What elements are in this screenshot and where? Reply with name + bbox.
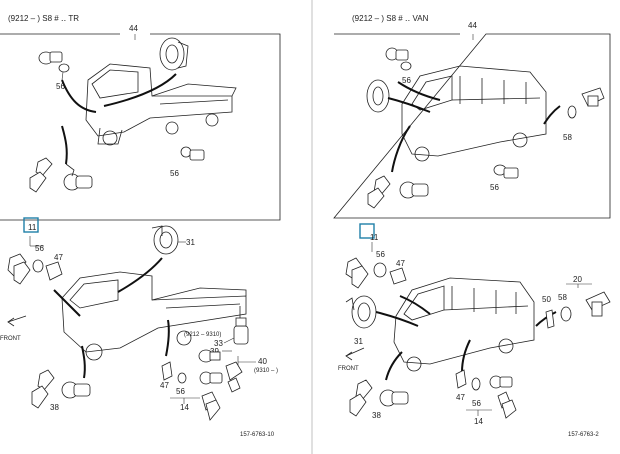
left-top-truck xyxy=(85,63,237,146)
right-label-56d: 56 xyxy=(472,399,481,408)
right-label-14: 14 xyxy=(474,417,483,426)
right-lower-van xyxy=(393,277,535,372)
right-header: (9212 – ) S8 # ‥ VAN xyxy=(352,14,429,23)
left-gasket-ring xyxy=(32,259,44,273)
left-gasket-56d xyxy=(177,372,187,384)
left-top-pointer-2 xyxy=(61,79,97,113)
left-label-11: 11 xyxy=(28,223,37,232)
left-lower-pointer-3 xyxy=(81,345,86,379)
right-label-56a: 56 xyxy=(402,76,411,85)
left-label-9310: (9310 – ) xyxy=(254,368,278,374)
left-label-47a: 47 xyxy=(54,253,63,262)
left-top-pointer-3 xyxy=(61,125,68,165)
left-header: (9212 – ) S8 # ‥ TR xyxy=(8,14,79,23)
right-label-47a: 47 xyxy=(396,259,405,268)
left-keys-14 xyxy=(201,391,221,421)
right-lever-47a xyxy=(389,267,407,285)
right-lower-keys-38 xyxy=(349,379,409,417)
right-highlight-11 xyxy=(359,223,375,239)
left-label-56c: 56 xyxy=(35,244,44,253)
left-label-39: 39 xyxy=(210,347,219,356)
right-label-58a: 58 xyxy=(563,133,572,142)
right-label-11: 11 xyxy=(370,233,379,242)
right-top-pointer-2 xyxy=(397,81,441,101)
right-label-31: 31 xyxy=(354,337,363,346)
left-label-56b: 56 xyxy=(170,169,179,178)
right-label-58b: 58 xyxy=(558,293,567,302)
left-lever-47b xyxy=(161,361,173,381)
left-top-pointer-1 xyxy=(103,73,177,107)
left-keys-11 xyxy=(7,253,31,285)
left-label-33: 33 xyxy=(214,339,223,348)
right-label-50: 50 xyxy=(542,295,551,304)
right-top-tail-cylinder xyxy=(493,164,519,179)
right-lower-pointer-3 xyxy=(385,351,403,381)
left-top-gasket-56a xyxy=(58,63,70,73)
right-front-arrow xyxy=(345,347,365,361)
right-handle-31 xyxy=(345,295,377,329)
right-door-cylinder-set xyxy=(455,369,517,419)
right-footer: 157-6763-2 xyxy=(568,432,599,438)
right-top-cylinder xyxy=(385,47,409,61)
left-label-56a: 56 xyxy=(56,82,65,91)
left-label-31: 31 xyxy=(186,238,195,247)
left-label-47b: 47 xyxy=(160,381,169,390)
left-lever-47a xyxy=(45,261,63,281)
right-label-47b: 47 xyxy=(456,393,465,402)
left-ignition-switch xyxy=(233,306,249,345)
left-handle-31 xyxy=(151,225,179,255)
left-lower-pointer-4 xyxy=(165,319,170,357)
right-top-handle xyxy=(366,79,390,113)
right-lower-pointer-5 xyxy=(535,311,557,327)
right-label-front: FRONT xyxy=(338,366,359,372)
right-top-pointer-3 xyxy=(391,125,411,173)
left-label-40: 40 xyxy=(258,357,267,366)
left-lower-keys-38 xyxy=(31,369,91,409)
right-gasket-ring xyxy=(373,262,387,278)
left-door-cylinder-set xyxy=(198,349,243,393)
right-label-38: 38 xyxy=(372,411,381,420)
left-top-keys-and-cylinder xyxy=(29,157,93,193)
right-label-44: 44 xyxy=(468,21,477,30)
left-assembly-44-box xyxy=(0,33,281,221)
right-top-gasket-56a xyxy=(400,61,412,71)
left-label-front: FRONT xyxy=(0,336,21,342)
left-footer: 157-6763-10 xyxy=(240,432,275,438)
left-label-44: 44 xyxy=(129,24,138,33)
right-top-pointer-4 xyxy=(543,105,561,125)
right-label-20: 20 xyxy=(573,275,582,284)
left-top-cylinder xyxy=(38,51,63,65)
right-label-56b: 56 xyxy=(490,183,499,192)
right-label-56c: 56 xyxy=(376,250,385,259)
right-assembly-44-box xyxy=(333,33,611,219)
left-label-56d: 56 xyxy=(176,387,185,396)
left-highlight-11 xyxy=(23,217,39,233)
left-front-arrow xyxy=(7,315,27,327)
right-rear-lock-set xyxy=(545,291,611,329)
right-lower-pointer-2 xyxy=(399,295,431,315)
left-lower-pointer-2 xyxy=(53,289,81,317)
left-top-handle xyxy=(159,37,189,71)
right-top-keys-and-cylinder xyxy=(367,175,429,209)
right-lower-pointer-4 xyxy=(461,339,471,373)
left-top-tail-cylinder xyxy=(180,146,205,161)
right-top-van xyxy=(401,65,547,162)
right-lower-pointer-1 xyxy=(375,311,419,327)
right-keys-11 xyxy=(345,257,369,289)
left-label-14: 14 xyxy=(180,403,189,412)
right-top-rear-lock xyxy=(567,87,605,119)
right-top-pointer-1 xyxy=(387,97,431,113)
left-label-range: (9212 – 9310) xyxy=(184,332,221,338)
left-lower-pointer-1 xyxy=(117,257,163,293)
left-label-38: 38 xyxy=(50,403,59,412)
